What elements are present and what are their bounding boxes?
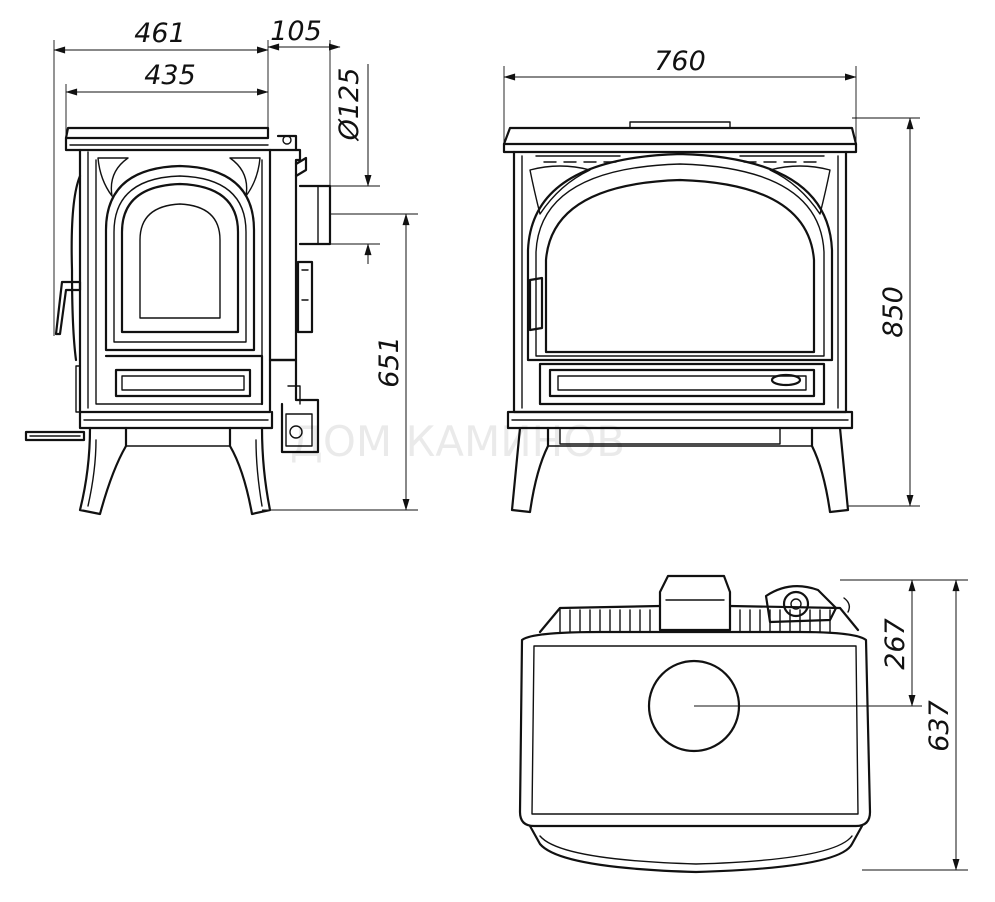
dim-side-depth-body: 435 [144,60,196,91]
dim-front-width: 760 [654,46,706,77]
dim-top-depth: 637 [924,700,955,752]
top-view [518,574,872,874]
side-view [24,126,332,516]
dim-flue-diameter: Ø125 [334,68,365,142]
dim-top-flue-offset: 267 [880,618,911,670]
watermark: ДОМ КАМИНОВ [290,417,625,466]
front-view [502,121,858,514]
dim-flue-offset: 105 [270,16,322,47]
dim-side-depth-total: 461 [134,18,186,49]
dim-front-height: 850 [878,286,909,338]
dimension-lines [53,40,968,871]
dim-flue-height: 651 [374,336,405,388]
